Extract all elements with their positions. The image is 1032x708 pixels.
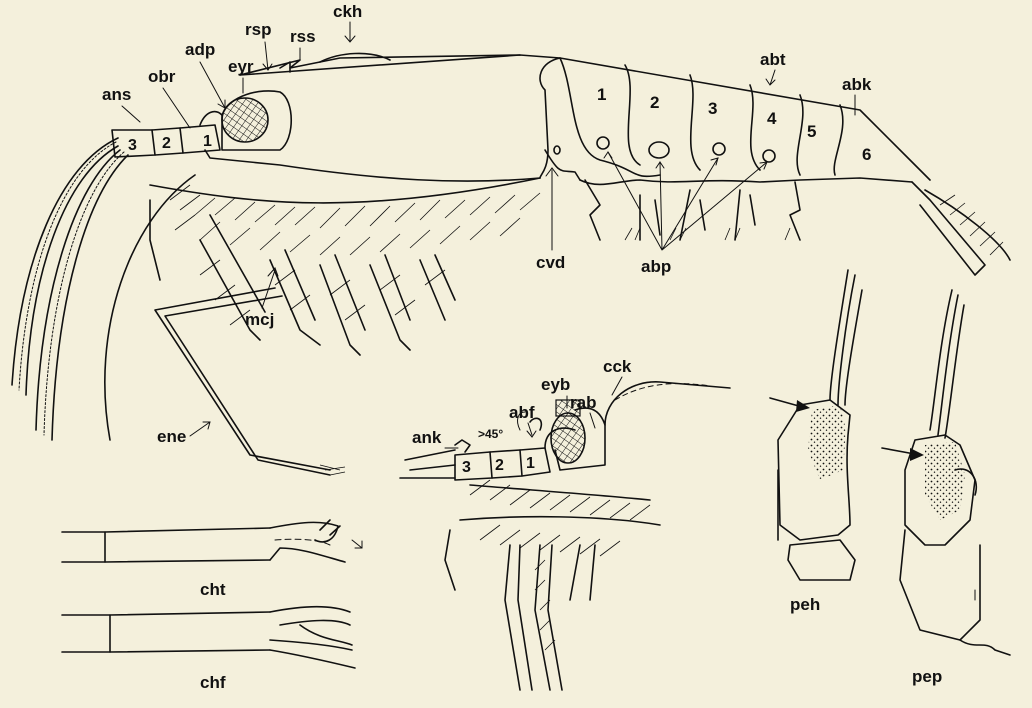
label-cvd: cvd [536, 253, 565, 272]
abdomen: 1 2 3 4 5 6 [545, 58, 930, 184]
label-abp: abp [641, 257, 671, 276]
thoracic-legs [150, 178, 540, 355]
abdominal-segment-2: 2 [650, 93, 659, 112]
label-mcj: mcj [245, 310, 274, 329]
antennule-segment-1: 1 [203, 133, 212, 150]
head-detail: 3 2 1 [400, 382, 730, 690]
detail-labels: ank abf >45° eyb rab cck [412, 357, 632, 448]
label-ank: ank [412, 428, 442, 447]
chela-chf: chf [62, 607, 355, 692]
label-eyb: eyb [541, 375, 570, 394]
eye-main [222, 91, 291, 150]
label-rsp: rsp [245, 20, 271, 39]
abdominal-segment-1: 1 [597, 85, 606, 104]
label-cck: cck [603, 357, 632, 376]
antennule-segment-3: 3 [128, 137, 137, 154]
label-chf: chf [200, 673, 226, 692]
label-eyr: eyr [228, 57, 254, 76]
detail-antennule-3: 3 [462, 459, 471, 476]
label-peh: peh [790, 595, 820, 614]
tail-fan [912, 182, 1010, 275]
chela-cht: cht [62, 520, 362, 599]
peh-detail: peh [770, 270, 862, 614]
label-abf: abf [509, 403, 535, 422]
label-ene: ene [157, 427, 186, 446]
label-rab: rab [570, 393, 596, 412]
abdominal-segment-6: 6 [862, 145, 871, 164]
pleopods [585, 180, 800, 240]
label-abt: abt [760, 50, 786, 69]
label-cht: cht [200, 580, 226, 599]
detail-antennule-1: 1 [526, 455, 535, 472]
detail-antennule-2: 2 [495, 457, 504, 474]
label-obr: obr [148, 67, 176, 86]
antennule-segment-2: 2 [162, 135, 171, 152]
abdominal-segment-3: 3 [708, 99, 717, 118]
antennal-flagella [12, 138, 128, 440]
label-ckh: ckh [333, 2, 362, 21]
label-pep: pep [912, 667, 942, 686]
label-adp: adp [185, 40, 215, 59]
abdominal-segment-4: 4 [767, 109, 777, 128]
label-abk: abk [842, 75, 872, 94]
pep-detail: pep [882, 290, 1010, 686]
abdominal-segment-5: 5 [807, 122, 816, 141]
label-ans: ans [102, 85, 131, 104]
label-angle: >45° [478, 427, 503, 441]
label-rss: rss [290, 27, 316, 46]
